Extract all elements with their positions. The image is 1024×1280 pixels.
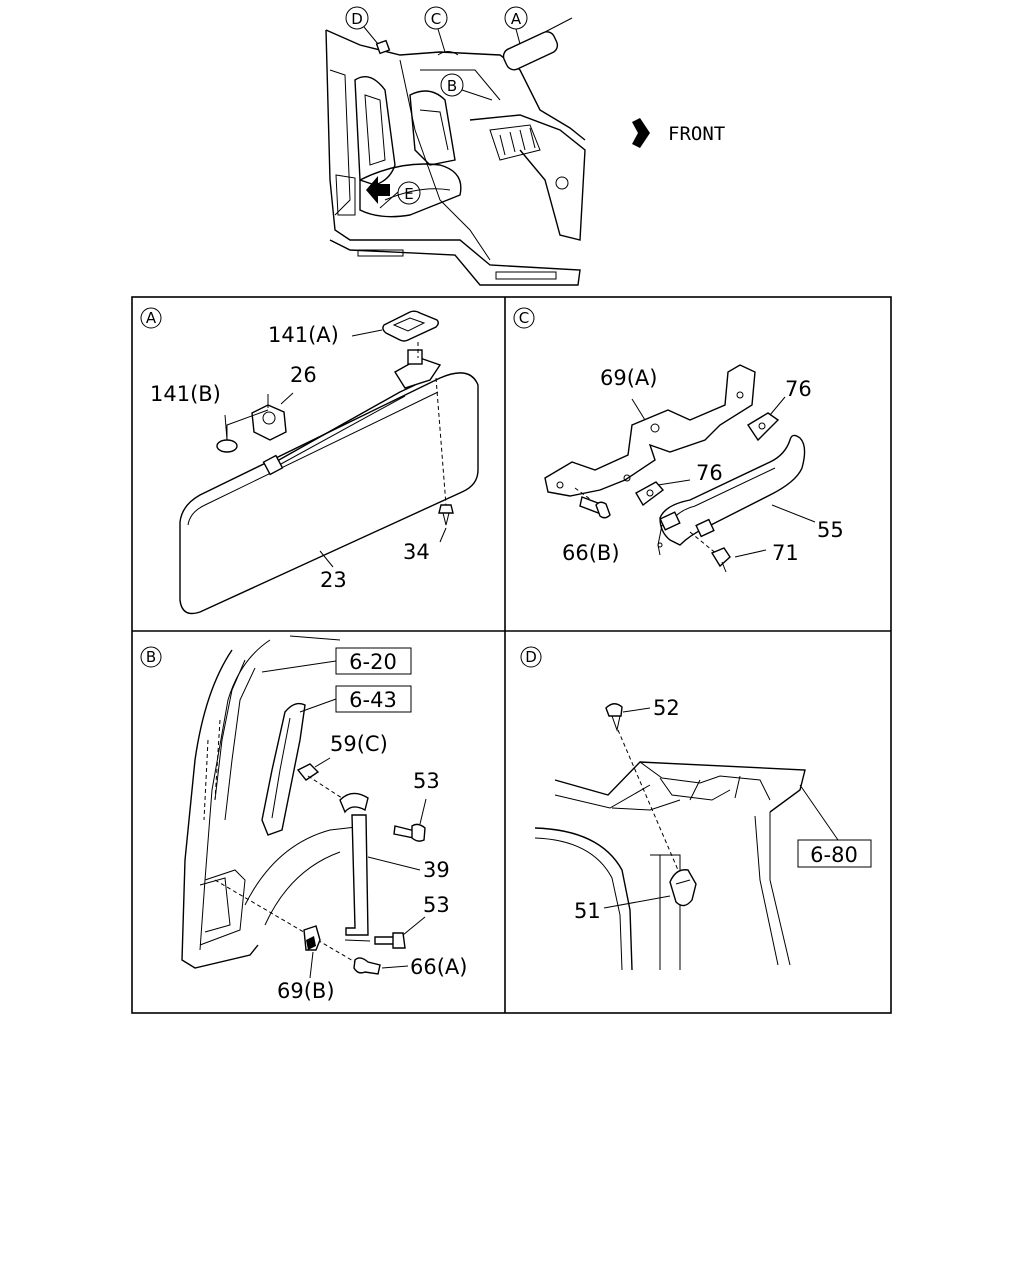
cap-141b: [216, 394, 269, 453]
trim-6-43: [261, 702, 306, 836]
callout-b: B: [440, 73, 493, 101]
panel-b-letter: B: [146, 648, 156, 666]
ref-box-6-43: 6-43: [299, 685, 412, 713]
screw-52: [605, 703, 679, 871]
label-23: 23: [320, 568, 347, 592]
front-indicator: FRONT: [632, 118, 725, 148]
svg-text:A: A: [511, 10, 522, 28]
clip-51: [603, 869, 697, 909]
ref-box-6-20: 6-20: [261, 647, 412, 675]
label-76-lower: 76: [696, 461, 723, 485]
panel-b-pillar-trim: B: [140, 635, 467, 1003]
svg-text:6-43: 6-43: [349, 688, 397, 712]
svg-text:E: E: [404, 185, 413, 203]
sun-visor-23: [179, 372, 479, 615]
label-71: 71: [772, 541, 799, 565]
screw-34: [435, 377, 454, 543]
cover-141a: [382, 310, 439, 358]
label-55: 55: [817, 518, 844, 542]
cab-overview: D C A B E FRONT: [325, 6, 725, 286]
label-53-lower: 53: [423, 893, 450, 917]
label-34: 34: [403, 540, 430, 564]
label-59c: 59(C): [330, 732, 388, 756]
pad-76-upper: [747, 396, 786, 442]
panel-a-sun-visor: A: [140, 307, 479, 615]
panel-c-assist-grip: C: [513, 307, 844, 573]
label-53-upper: 53: [413, 769, 440, 793]
label-66a: 66(A): [410, 955, 467, 979]
bolt-66a: [214, 879, 409, 975]
svg-text:6-80: 6-80: [810, 843, 858, 867]
callout-d: D: [345, 6, 379, 45]
bolt-66b: [574, 487, 611, 519]
label-69b: 69(B): [277, 979, 335, 1003]
panel-d-roof-clip: D 6-80 52 5: [520, 646, 872, 971]
label-76-upper: 76: [785, 377, 812, 401]
direction-arrow-e-icon: [366, 176, 390, 204]
label-141b: 141(B): [150, 382, 221, 406]
svg-text:C: C: [431, 10, 441, 28]
clip-69b: [303, 925, 321, 979]
pad-76-lower: [635, 479, 691, 507]
svg-text:6-20: 6-20: [349, 650, 397, 674]
callout-e: E: [397, 181, 421, 205]
label-26: 26: [290, 363, 317, 387]
panel-a-letter: A: [146, 309, 157, 327]
callout-c: C: [424, 6, 448, 53]
svg-text:B: B: [447, 77, 457, 95]
callout-a: A: [504, 6, 528, 45]
panel-c-letter: C: [519, 309, 529, 327]
bracket-69a: [544, 364, 756, 497]
label-69a: 69(A): [600, 366, 657, 390]
label-66b: 66(B): [562, 541, 620, 565]
clip-26: [251, 392, 294, 441]
panel-d-letter: D: [525, 648, 537, 666]
bolt-53-upper: [393, 798, 427, 842]
label-51: 51: [574, 899, 601, 923]
grip-39: [345, 814, 369, 936]
detail-frame: [131, 296, 892, 1014]
ref-box-6-80: 6-80: [797, 784, 872, 868]
front-arrow-icon: [632, 118, 650, 148]
assist-grip-55: [659, 434, 816, 546]
screw-71: [689, 531, 767, 573]
label-39: 39: [423, 858, 450, 882]
front-label: FRONT: [668, 123, 725, 145]
svg-text:D: D: [351, 10, 363, 28]
bolt-53-lower: [344, 916, 426, 949]
label-141a: 141(A): [268, 323, 339, 347]
sun-visor-overview: [502, 17, 573, 71]
label-52: 52: [653, 696, 680, 720]
